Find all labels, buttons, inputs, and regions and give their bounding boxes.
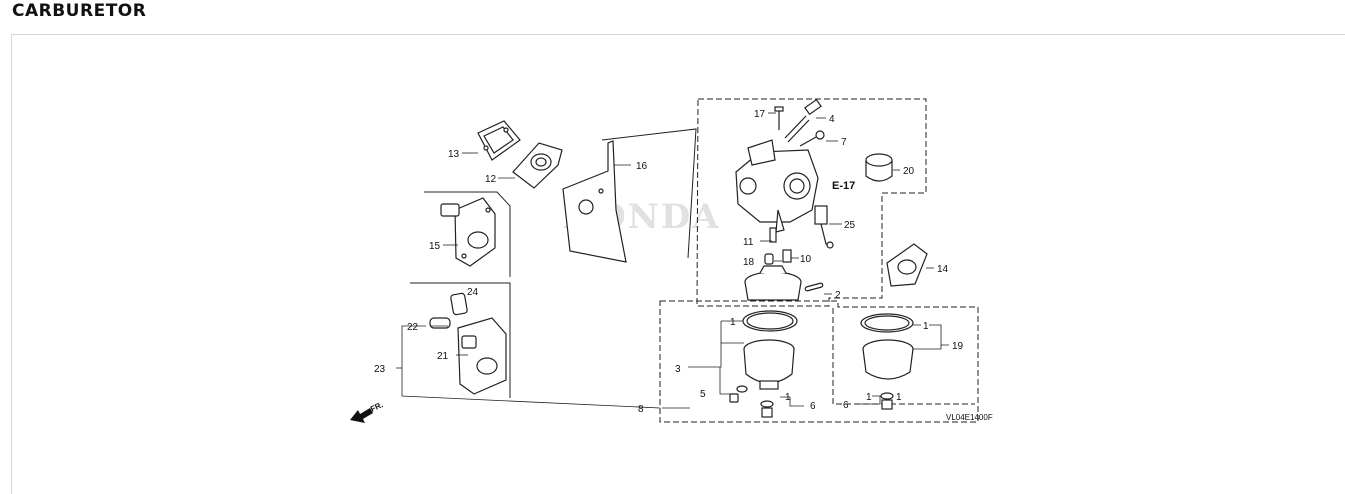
- callout-17: 17: [754, 109, 766, 120]
- callout-4: 4: [829, 114, 835, 125]
- part-13-gasket: [477, 120, 521, 161]
- callout-11: 11: [743, 237, 754, 248]
- callout-8: 8: [638, 404, 644, 415]
- part-5-screw: [729, 385, 748, 403]
- part-2-pin: [804, 282, 824, 292]
- part-15-spacer: [440, 197, 496, 267]
- front-direction-label: FR.: [369, 400, 384, 414]
- part-6-bolt-right: [880, 392, 894, 410]
- callout-14: 14: [937, 264, 949, 275]
- callout-1-b: 1: [785, 392, 791, 403]
- part-16-heat-shield: [562, 140, 627, 263]
- part-19-cup-right: [862, 339, 914, 380]
- part-20-cap: [865, 153, 893, 182]
- part-22-plug: [429, 317, 451, 329]
- callout-22: 22: [407, 322, 419, 333]
- part-25-solenoid: [814, 205, 834, 249]
- part-11-jet: [769, 227, 777, 243]
- callout-1-d: 1: [866, 392, 872, 403]
- callout-25: 25: [844, 220, 856, 231]
- callout-6-b: 6: [843, 400, 849, 411]
- callout-1-a: 1: [730, 317, 736, 328]
- part-1-o-ring-left: [742, 310, 798, 332]
- callout-7: 7: [841, 137, 847, 148]
- frame-heat-shield: [601, 128, 697, 259]
- callout-18: 18: [743, 257, 755, 268]
- frame-governor-assembly: [410, 282, 511, 398]
- callout-3: 3: [675, 364, 681, 375]
- reference-e17: E-17: [832, 180, 855, 192]
- part-21-governor-plate: [457, 317, 507, 395]
- callout-21: 21: [437, 351, 449, 362]
- callout-1-e: 1: [896, 392, 902, 403]
- frame-spacer-assembly: [424, 191, 511, 277]
- callout-13: 13: [448, 149, 460, 160]
- part-6-bolt-left: [760, 400, 774, 418]
- part-18-jet: [764, 253, 774, 265]
- part-4-adjust-screw: [784, 98, 822, 143]
- callout-23: 23: [374, 364, 386, 375]
- page-title: CARBURETOR: [12, 1, 147, 21]
- part-3-cup-left: [743, 339, 795, 390]
- callout-16: 16: [636, 161, 648, 172]
- front-direction-arrow-icon: FR.: [350, 400, 385, 423]
- part-7-screw: [799, 130, 825, 147]
- part-17-screw: [774, 106, 784, 130]
- carburetor-exploded-diagram: HONDA: [350, 98, 993, 423]
- callout-6-a: 6: [810, 401, 816, 412]
- drawing-code: VL04E1400F: [946, 413, 993, 422]
- part-1-o-ring-right: [860, 313, 914, 333]
- part-float-bowl: [744, 265, 802, 301]
- callout-15: 15: [429, 241, 441, 252]
- frame-air-filter-dashed: [659, 300, 979, 423]
- part-10-jet: [782, 249, 792, 263]
- callout-12: 12: [485, 174, 497, 185]
- callout-24: 24: [467, 287, 479, 298]
- callout-20: 20: [903, 166, 915, 177]
- part-14-gasket: [886, 243, 928, 287]
- frame-right-cup-dashed: [832, 308, 975, 405]
- callout-2: 2: [835, 290, 841, 301]
- part-12-insulator: [512, 142, 563, 189]
- diagram-panel: [11, 34, 1345, 494]
- callout-1-c: 1: [923, 321, 929, 332]
- callout-5: 5: [700, 389, 706, 400]
- callout-19: 19: [952, 341, 964, 352]
- callout-10: 10: [800, 254, 812, 265]
- part-carburetor-body: [735, 139, 819, 233]
- frame-carburetor-dashed: [696, 98, 927, 307]
- part-24-cylinder: [450, 292, 468, 316]
